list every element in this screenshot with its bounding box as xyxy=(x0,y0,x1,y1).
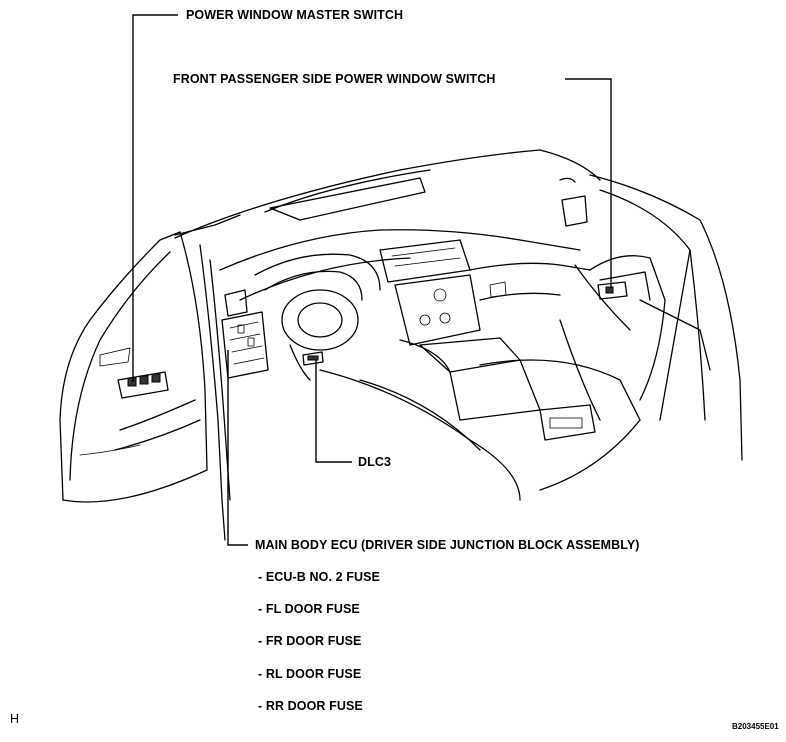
master-switch-leader xyxy=(132,14,178,382)
console-drawing xyxy=(319,337,641,501)
fuse-ecu-b-no2: - ECU-B NO. 2 FUSE xyxy=(258,570,380,584)
passenger-switch-label: FRONT PASSENGER SIDE POWER WINDOW SWITCH xyxy=(173,72,496,86)
main-body-ecu-label: MAIN BODY ECU (DRIVER SIDE JUNCTION BLOC… xyxy=(255,538,640,552)
figure-id: B203455E01 xyxy=(732,722,779,731)
fuse-fr-door: - FR DOOR FUSE xyxy=(258,634,362,648)
dashboard-drawing xyxy=(174,149,601,381)
dlc3-label: DLC3 xyxy=(358,455,392,469)
passenger-switch-leader xyxy=(565,78,612,288)
corner-mark: H xyxy=(10,712,20,726)
fuse-rr-door: - RR DOOR FUSE xyxy=(258,699,363,713)
fuse-fl-door: - FL DOOR FUSE xyxy=(258,602,360,616)
master-switch-label: POWER WINDOW MASTER SWITCH xyxy=(186,8,404,22)
fuse-rl-door: - RL DOOR FUSE xyxy=(258,667,362,681)
main-body-ecu-leader xyxy=(227,350,248,546)
leader-lines xyxy=(132,14,612,546)
left-door-drawing xyxy=(59,231,208,503)
dlc3-leader xyxy=(315,360,352,463)
dlc3-connector-drawing xyxy=(302,351,324,366)
junction-block-drawing xyxy=(221,311,269,379)
